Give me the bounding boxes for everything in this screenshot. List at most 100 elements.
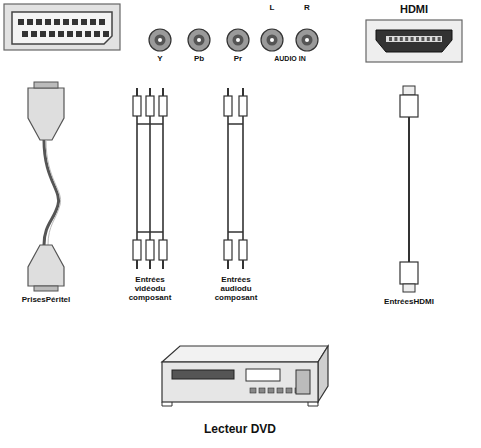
hdmi-pins: [389, 37, 441, 41]
hdmi-pin: [405, 37, 408, 41]
hdmi-pin: [389, 37, 392, 41]
jack-label: Y: [157, 55, 162, 64]
jack-label: L: [270, 4, 275, 13]
scart-cable-shine: [46, 140, 61, 245]
rca-jack-ring: [227, 29, 249, 51]
scart-pin: [81, 19, 87, 25]
jack-label: Pb: [194, 55, 204, 64]
scart-pin: [36, 19, 42, 25]
rca-jack-core: [302, 35, 313, 46]
dvd-player: Lecteur DVD: [150, 340, 330, 440]
rca-cable: [162, 116, 164, 240]
rca-plug-tip: [162, 260, 164, 269]
hdmi-cable: [408, 117, 410, 262]
scart-socket: [4, 4, 120, 50]
rca-cable: [149, 116, 151, 240]
scart-pin: [31, 31, 37, 37]
rca-plug: [133, 96, 141, 116]
hdmi-plug-tip: [403, 86, 415, 95]
rca-plug: [239, 240, 247, 260]
rca-plug-tip: [136, 260, 138, 269]
scart-pin: [54, 19, 60, 25]
rca-plug: [159, 240, 167, 260]
rca-cable: [227, 116, 229, 240]
dvd-panel: [296, 370, 310, 394]
dvd-foot: [308, 402, 318, 406]
rca-jack: [227, 29, 249, 51]
rca-plug: [146, 240, 154, 260]
rca-jack: [296, 29, 318, 51]
hdmi-plug-tip: [403, 284, 415, 292]
scart-socket-face: [12, 12, 112, 44]
scart-pin: [99, 19, 105, 25]
scart-plug-tip: [34, 286, 58, 291]
scart-pins: [18, 19, 109, 37]
hdmi-pin: [421, 37, 424, 41]
rca-jack-ring: [296, 29, 318, 51]
rca-plug-tip: [242, 260, 244, 269]
scart-pin: [27, 19, 33, 25]
dvd-side: [318, 346, 328, 402]
scart-cable: [44, 140, 59, 245]
rca-jack-pin: [305, 38, 309, 42]
jack-label: Pr: [234, 55, 242, 64]
rca-plug: [159, 96, 167, 116]
rca-jacks: [149, 29, 318, 51]
rca-plug-tip: [149, 88, 151, 96]
dvd-front: [162, 362, 318, 402]
rca-jack: [149, 29, 171, 51]
scart-plug: [28, 88, 64, 140]
scart-pin: [58, 31, 64, 37]
rca-plug-tip: [149, 260, 151, 269]
rca-jack-ring: [149, 29, 171, 51]
dvd-button: [259, 388, 265, 393]
rca-jack-core: [233, 35, 244, 46]
scart-pin: [85, 31, 91, 37]
scart-pin: [103, 31, 109, 37]
dvd-button: [286, 388, 292, 393]
rca-plug-tip: [162, 88, 164, 96]
hdmi-pin: [400, 37, 403, 41]
hdmi-plug: [400, 262, 418, 284]
scart-pin: [45, 19, 51, 25]
rca-jack-ring: [261, 29, 283, 51]
device-label: Lecteur DVD: [204, 422, 276, 436]
port-label: HDMI: [400, 3, 428, 15]
dvd-tray: [172, 370, 234, 379]
rca-jack: [188, 29, 210, 51]
scart-pin: [22, 31, 28, 37]
scart-pin: [18, 19, 24, 25]
hdmi-plug: [400, 95, 418, 117]
dvd-button: [268, 388, 274, 393]
cable-clip: [228, 231, 243, 233]
rca-plug-tip: [136, 88, 138, 96]
rca-plug-tip: [227, 88, 229, 96]
scart-pin: [49, 31, 55, 37]
rca-plug-tip: [227, 260, 229, 269]
scart-pin: [76, 31, 82, 37]
jack-group-label: AUDIO IN: [274, 55, 306, 63]
rca-jack: [261, 29, 283, 51]
cable-label: Entrées audiodu composant: [209, 276, 263, 302]
cable-label: EntréesHDMI: [384, 298, 434, 307]
hdmi-pin: [432, 37, 435, 41]
scart-pin: [67, 31, 73, 37]
dvd-button: [277, 388, 283, 393]
scart-plug-tip: [34, 82, 58, 88]
rca-cable: [136, 116, 138, 240]
rca-plug: [224, 240, 232, 260]
scart-pin: [63, 19, 69, 25]
rca-jack-core: [267, 35, 278, 46]
cable-clip: [228, 123, 243, 125]
hdmi-pin: [438, 37, 441, 41]
hdmi-pin: [411, 37, 414, 41]
rca-jack-core: [194, 35, 205, 46]
rca-plug: [146, 96, 154, 116]
hdmi-socket-slot: [386, 36, 442, 42]
dvd-display: [246, 369, 280, 381]
scart-pin: [40, 31, 46, 37]
scart-plug: [28, 245, 64, 286]
rca-cable: [242, 116, 244, 240]
rca-jack-ring: [188, 29, 210, 51]
rca-plug: [133, 240, 141, 260]
